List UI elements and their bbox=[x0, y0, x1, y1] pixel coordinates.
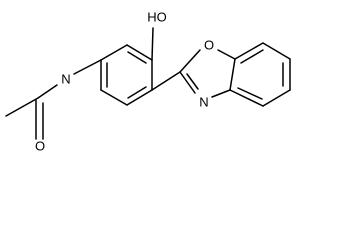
benz-bond-4 bbox=[262, 89, 291, 107]
benz-double-3 bbox=[237, 87, 263, 100]
atom-label-oxazole-nitrogen: N bbox=[199, 95, 208, 110]
benz-bond-5 bbox=[229, 89, 264, 107]
atom-label-hydroxyl: HO bbox=[147, 10, 167, 25]
ring-bond-2 bbox=[126, 44, 153, 61]
ring-bond-1 bbox=[100, 44, 128, 61]
atom-label-carbonyl-oxygen: O bbox=[35, 139, 45, 154]
bond-nitrogen-ring bbox=[73, 59, 102, 75]
phenol-ring bbox=[100, 44, 153, 106]
oxazole-c3a-c7a bbox=[229, 58, 236, 91]
ring-double-3 bbox=[127, 86, 147, 99]
oxazole-c2-n bbox=[179, 71, 196, 94]
ring-bond-5 bbox=[100, 89, 128, 106]
benz-bond-1 bbox=[234, 42, 264, 60]
bond-ring-oxazole bbox=[151, 71, 181, 91]
oxazole-c2-o bbox=[179, 49, 201, 73]
oxazole-c2-n-double bbox=[186, 73, 199, 90]
acetyl-group bbox=[5, 84, 58, 140]
chemical-structure-diagram: HO N O O N bbox=[5, 10, 291, 154]
oxazole-o-c7a bbox=[217, 49, 236, 60]
bond-carbonyl-nitrogen bbox=[37, 84, 58, 99]
bond-methyl-carbonyl bbox=[5, 97, 39, 117]
ring-double-1 bbox=[127, 51, 147, 64]
bond-ring-hydroxyl bbox=[151, 27, 154, 61]
benz-double-1 bbox=[240, 49, 264, 64]
atom-label-amide-nitrogen: N bbox=[61, 72, 70, 87]
benz-bond-2 bbox=[262, 42, 291, 60]
ring-bond-4 bbox=[126, 89, 153, 106]
oxazole-ring bbox=[179, 49, 236, 98]
fused-benzene-ring bbox=[229, 42, 291, 107]
oxazole-n-c3a bbox=[211, 89, 231, 98]
atom-label-oxazole-oxygen: O bbox=[204, 38, 214, 53]
